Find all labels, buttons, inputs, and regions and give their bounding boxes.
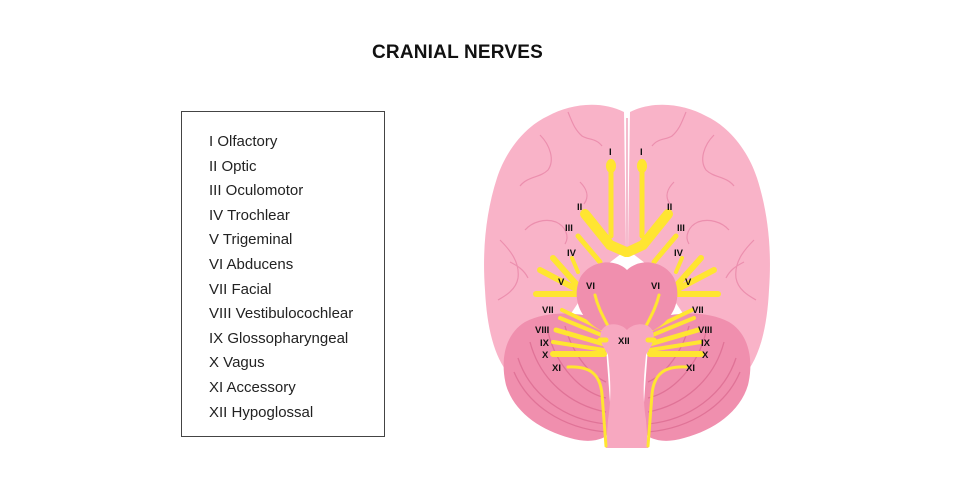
- label-I-left: I: [609, 147, 612, 158]
- legend-item-oculomotor: III Oculomotor: [209, 182, 304, 200]
- nerve-XI-right: [646, 365, 688, 448]
- brainstem: [600, 324, 654, 448]
- label-X-right: X: [702, 350, 709, 361]
- nerve-III-left: [575, 233, 603, 265]
- label-V-right: V: [685, 277, 692, 288]
- label-XII: XII: [618, 336, 630, 347]
- label-III-right: III: [677, 223, 685, 234]
- legend-item-vestibulocochlear: VIII Vestibulocochlear: [209, 305, 354, 323]
- legend-item-accessory: XI Accessory: [209, 378, 296, 396]
- nerve-VI-right: [644, 293, 661, 328]
- nerve-V-right-a: [673, 267, 717, 293]
- legend-item-abducens: VI Abducens: [209, 255, 294, 273]
- label-IV-right: IV: [674, 248, 684, 259]
- nerve-labels: I I II II III III IV IV V V VI VI VII VI…: [535, 147, 712, 374]
- cerebrum: [484, 104, 770, 378]
- legend-item-facial: VII Facial: [209, 280, 272, 298]
- label-VII-right: VII: [692, 305, 704, 316]
- nerve-VII-left-b: [558, 316, 606, 338]
- legend-item-glossopharyngeal: IX Glossopharyngeal: [209, 329, 349, 347]
- right-hemisphere: [628, 104, 770, 378]
- label-IV-left: IV: [567, 248, 577, 259]
- nerve-IV-right: [674, 256, 684, 274]
- label-IX-right: IX: [701, 338, 711, 349]
- label-IX-left: IX: [540, 338, 550, 349]
- nerve-IX-left: [551, 340, 606, 352]
- nerve-VII-right-b: [648, 316, 696, 338]
- legend-item-hypoglossal: XII Hypoglossal: [209, 403, 314, 421]
- legend-item-vagus: X Vagus: [209, 354, 265, 372]
- label-VI-left: VI: [586, 281, 595, 292]
- nerve-IV-left: [570, 256, 580, 274]
- nerve-II-right: [623, 209, 673, 257]
- nerve-VI-left: [593, 293, 610, 328]
- nerve-V-right-b: [673, 255, 704, 289]
- label-XI-right: XI: [686, 363, 695, 374]
- label-II-right: II: [667, 202, 672, 213]
- label-VIII-right: VIII: [698, 325, 712, 336]
- cerebellum-folds: [513, 325, 741, 433]
- legend-item-trigeminal: V Trigeminal: [209, 231, 293, 249]
- nerve-III-right: [651, 233, 679, 265]
- label-I-right: I: [640, 147, 643, 158]
- legend-item-trochlear: IV Trochlear: [209, 206, 290, 224]
- nerve-XI-XII-group: [566, 337, 688, 448]
- label-VII-left: VII: [542, 305, 554, 316]
- legend-list: I Olfactory II Optic III Oculomotor IV T…: [209, 130, 353, 425]
- nerve-V-left-a: [537, 267, 581, 293]
- nerve-VIII-left: [553, 327, 607, 347]
- label-VI-right: VI: [651, 281, 660, 292]
- label-III-left: III: [565, 223, 573, 234]
- cerebrum-folds: [497, 111, 757, 301]
- nerves: [533, 163, 721, 357]
- label-X-left: X: [542, 350, 549, 361]
- olfactory-bulb-left: [606, 159, 616, 173]
- legend-item-olfactory: I Olfactory: [209, 133, 278, 150]
- legend-box: I Olfactory II Optic III Oculomotor IV T…: [181, 111, 385, 437]
- label-V-left: V: [558, 277, 565, 288]
- label-II-left: II: [577, 202, 582, 213]
- pons: [576, 262, 678, 330]
- page-title: CRANIAL NERVES: [371, 42, 544, 63]
- olfactory-bulbs: [606, 159, 647, 173]
- nerve-V-left-b: [550, 255, 581, 289]
- label-VIII-left: VIII: [535, 325, 549, 336]
- nerve-VI-group: [593, 293, 661, 328]
- left-hemisphere: [484, 104, 626, 378]
- nerve-XI-left: [566, 365, 608, 448]
- nerve-IX-right: [648, 340, 703, 352]
- nerve-II-left: [580, 209, 631, 257]
- nerve-VIII-right: [647, 327, 701, 347]
- olfactory-bulb-right: [637, 159, 647, 173]
- legend-item-optic: II Optic: [209, 157, 257, 175]
- label-XI-left: XI: [552, 363, 561, 374]
